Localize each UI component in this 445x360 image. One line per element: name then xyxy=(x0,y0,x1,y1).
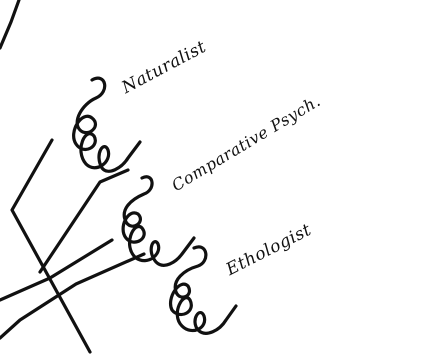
coil-ethologist xyxy=(169,245,238,335)
coil-naturalist xyxy=(72,76,142,173)
coil-comparative-psych xyxy=(121,175,196,267)
corner-stroke xyxy=(0,0,21,50)
branch-lines xyxy=(0,138,146,354)
